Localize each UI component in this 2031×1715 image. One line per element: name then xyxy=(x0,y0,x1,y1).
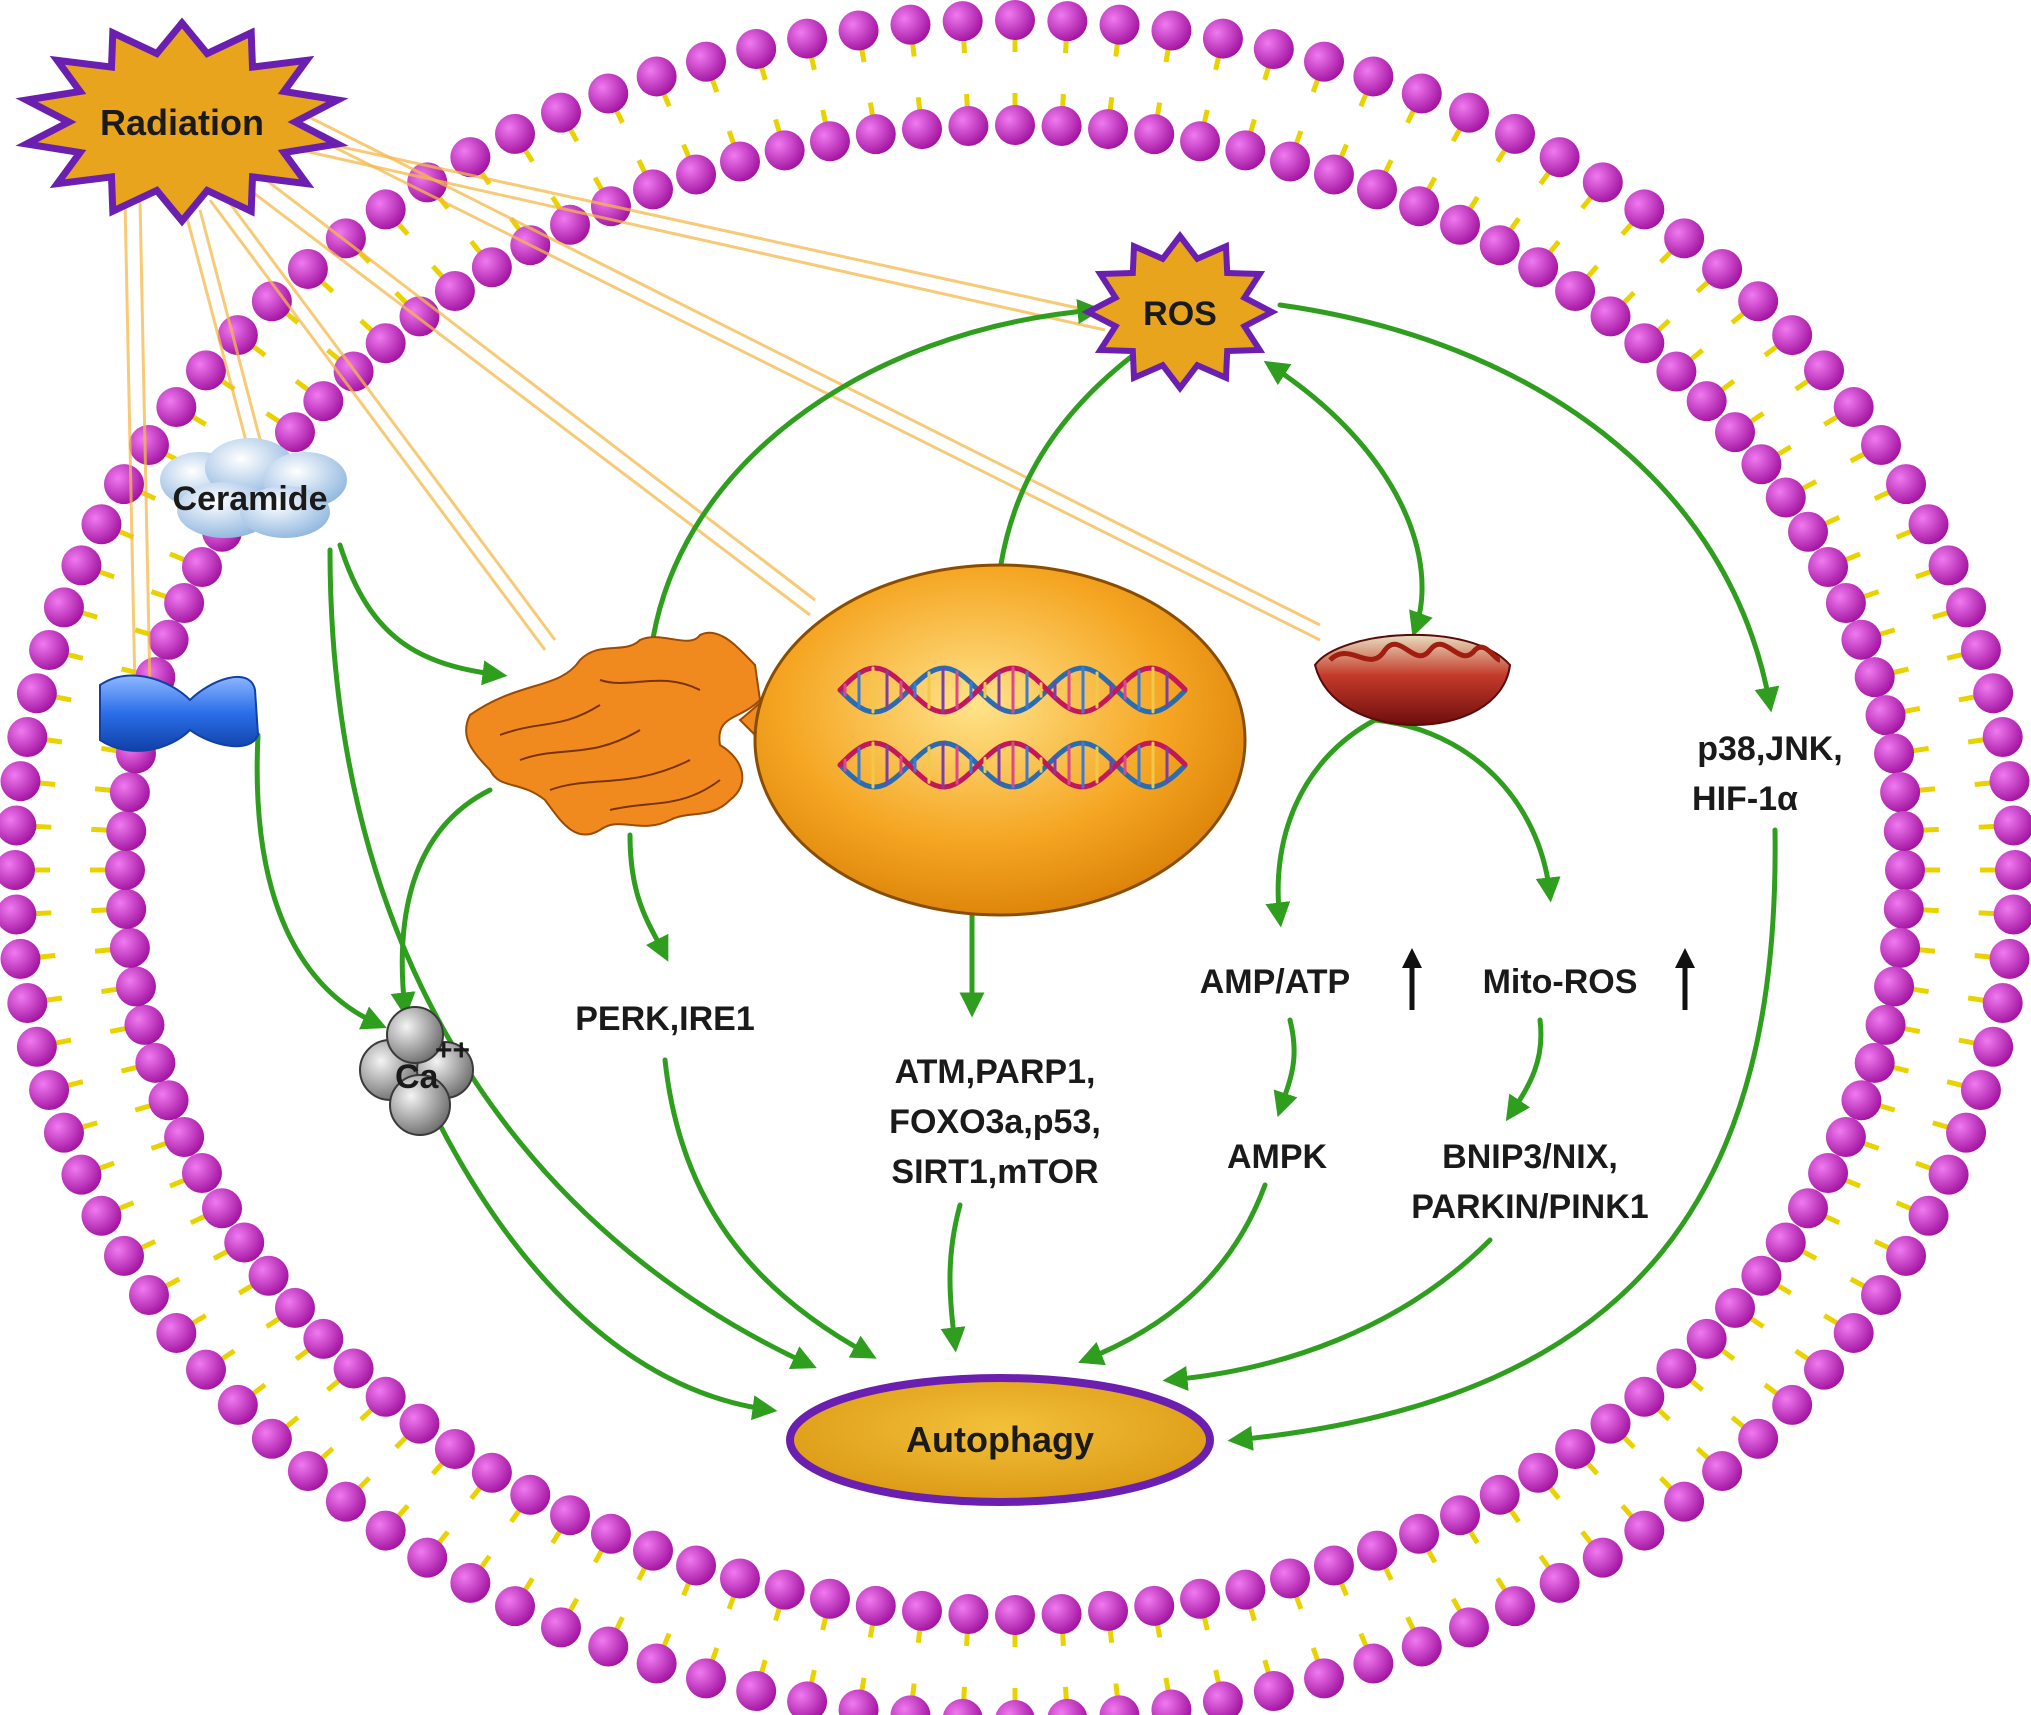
radiation-burst-icon: Radiation xyxy=(15,17,349,227)
ceramide-cloud-icon: Ceramide xyxy=(160,438,347,538)
up-arrow-icon xyxy=(1402,948,1422,1010)
bnip3-line-1: BNIP3/NIX, xyxy=(1442,1138,1618,1176)
p38-line-2: HIF-1α xyxy=(1692,780,1798,818)
p38-jnk-hif-label: p38,JNK, HIF-1α xyxy=(1692,730,1843,818)
dna-targets-line-3: SIRT1,mTOR xyxy=(891,1153,1098,1191)
calcium-charge: ++ xyxy=(435,1034,470,1067)
dna-targets-line-2: FOXO3a,p53, xyxy=(889,1103,1101,1141)
ampk-label: AMPK xyxy=(1227,1138,1328,1176)
ros-label: ROS xyxy=(1143,295,1217,333)
calcium-ion-icon: Ca ++ xyxy=(359,1006,474,1136)
dna-damage-targets-label: ATM,PARP1, FOXO3a,p53, SIRT1,mTOR xyxy=(889,1053,1101,1191)
mitochondrion-icon xyxy=(1313,634,1512,727)
autophagy-node: Autophagy xyxy=(786,1374,1214,1506)
dna-targets-line-1: ATM,PARP1, xyxy=(895,1053,1096,1091)
bnip3-parkin-label: BNIP3/NIX, PARKIN/PINK1 xyxy=(1411,1138,1648,1226)
amp-atp-text: AMP/ATP xyxy=(1200,963,1350,1001)
mito-ros-text: Mito-ROS xyxy=(1483,963,1638,1001)
amp-atp-label: AMP/ATP xyxy=(1200,948,1422,1010)
radiation-label: Radiation xyxy=(100,102,264,143)
nucleus-dna-icon xyxy=(753,563,1247,917)
ceramide-label: Ceramide xyxy=(173,480,328,518)
perk-ire1-label: PERK,IRE1 xyxy=(575,1000,755,1038)
up-arrow-icon xyxy=(1675,948,1695,1010)
ion-channel-icon xyxy=(99,674,260,752)
calcium-label: Ca xyxy=(395,1058,440,1096)
mito-ros-label: Mito-ROS xyxy=(1483,948,1695,1010)
endoplasmic-reticulum-icon xyxy=(465,631,791,836)
autophagy-label: Autophagy xyxy=(906,1419,1094,1460)
ros-burst-icon: ROS xyxy=(1081,231,1279,393)
p38-line-1: p38,JNK, xyxy=(1697,730,1843,768)
bnip3-line-2: PARKIN/PINK1 xyxy=(1411,1188,1648,1226)
